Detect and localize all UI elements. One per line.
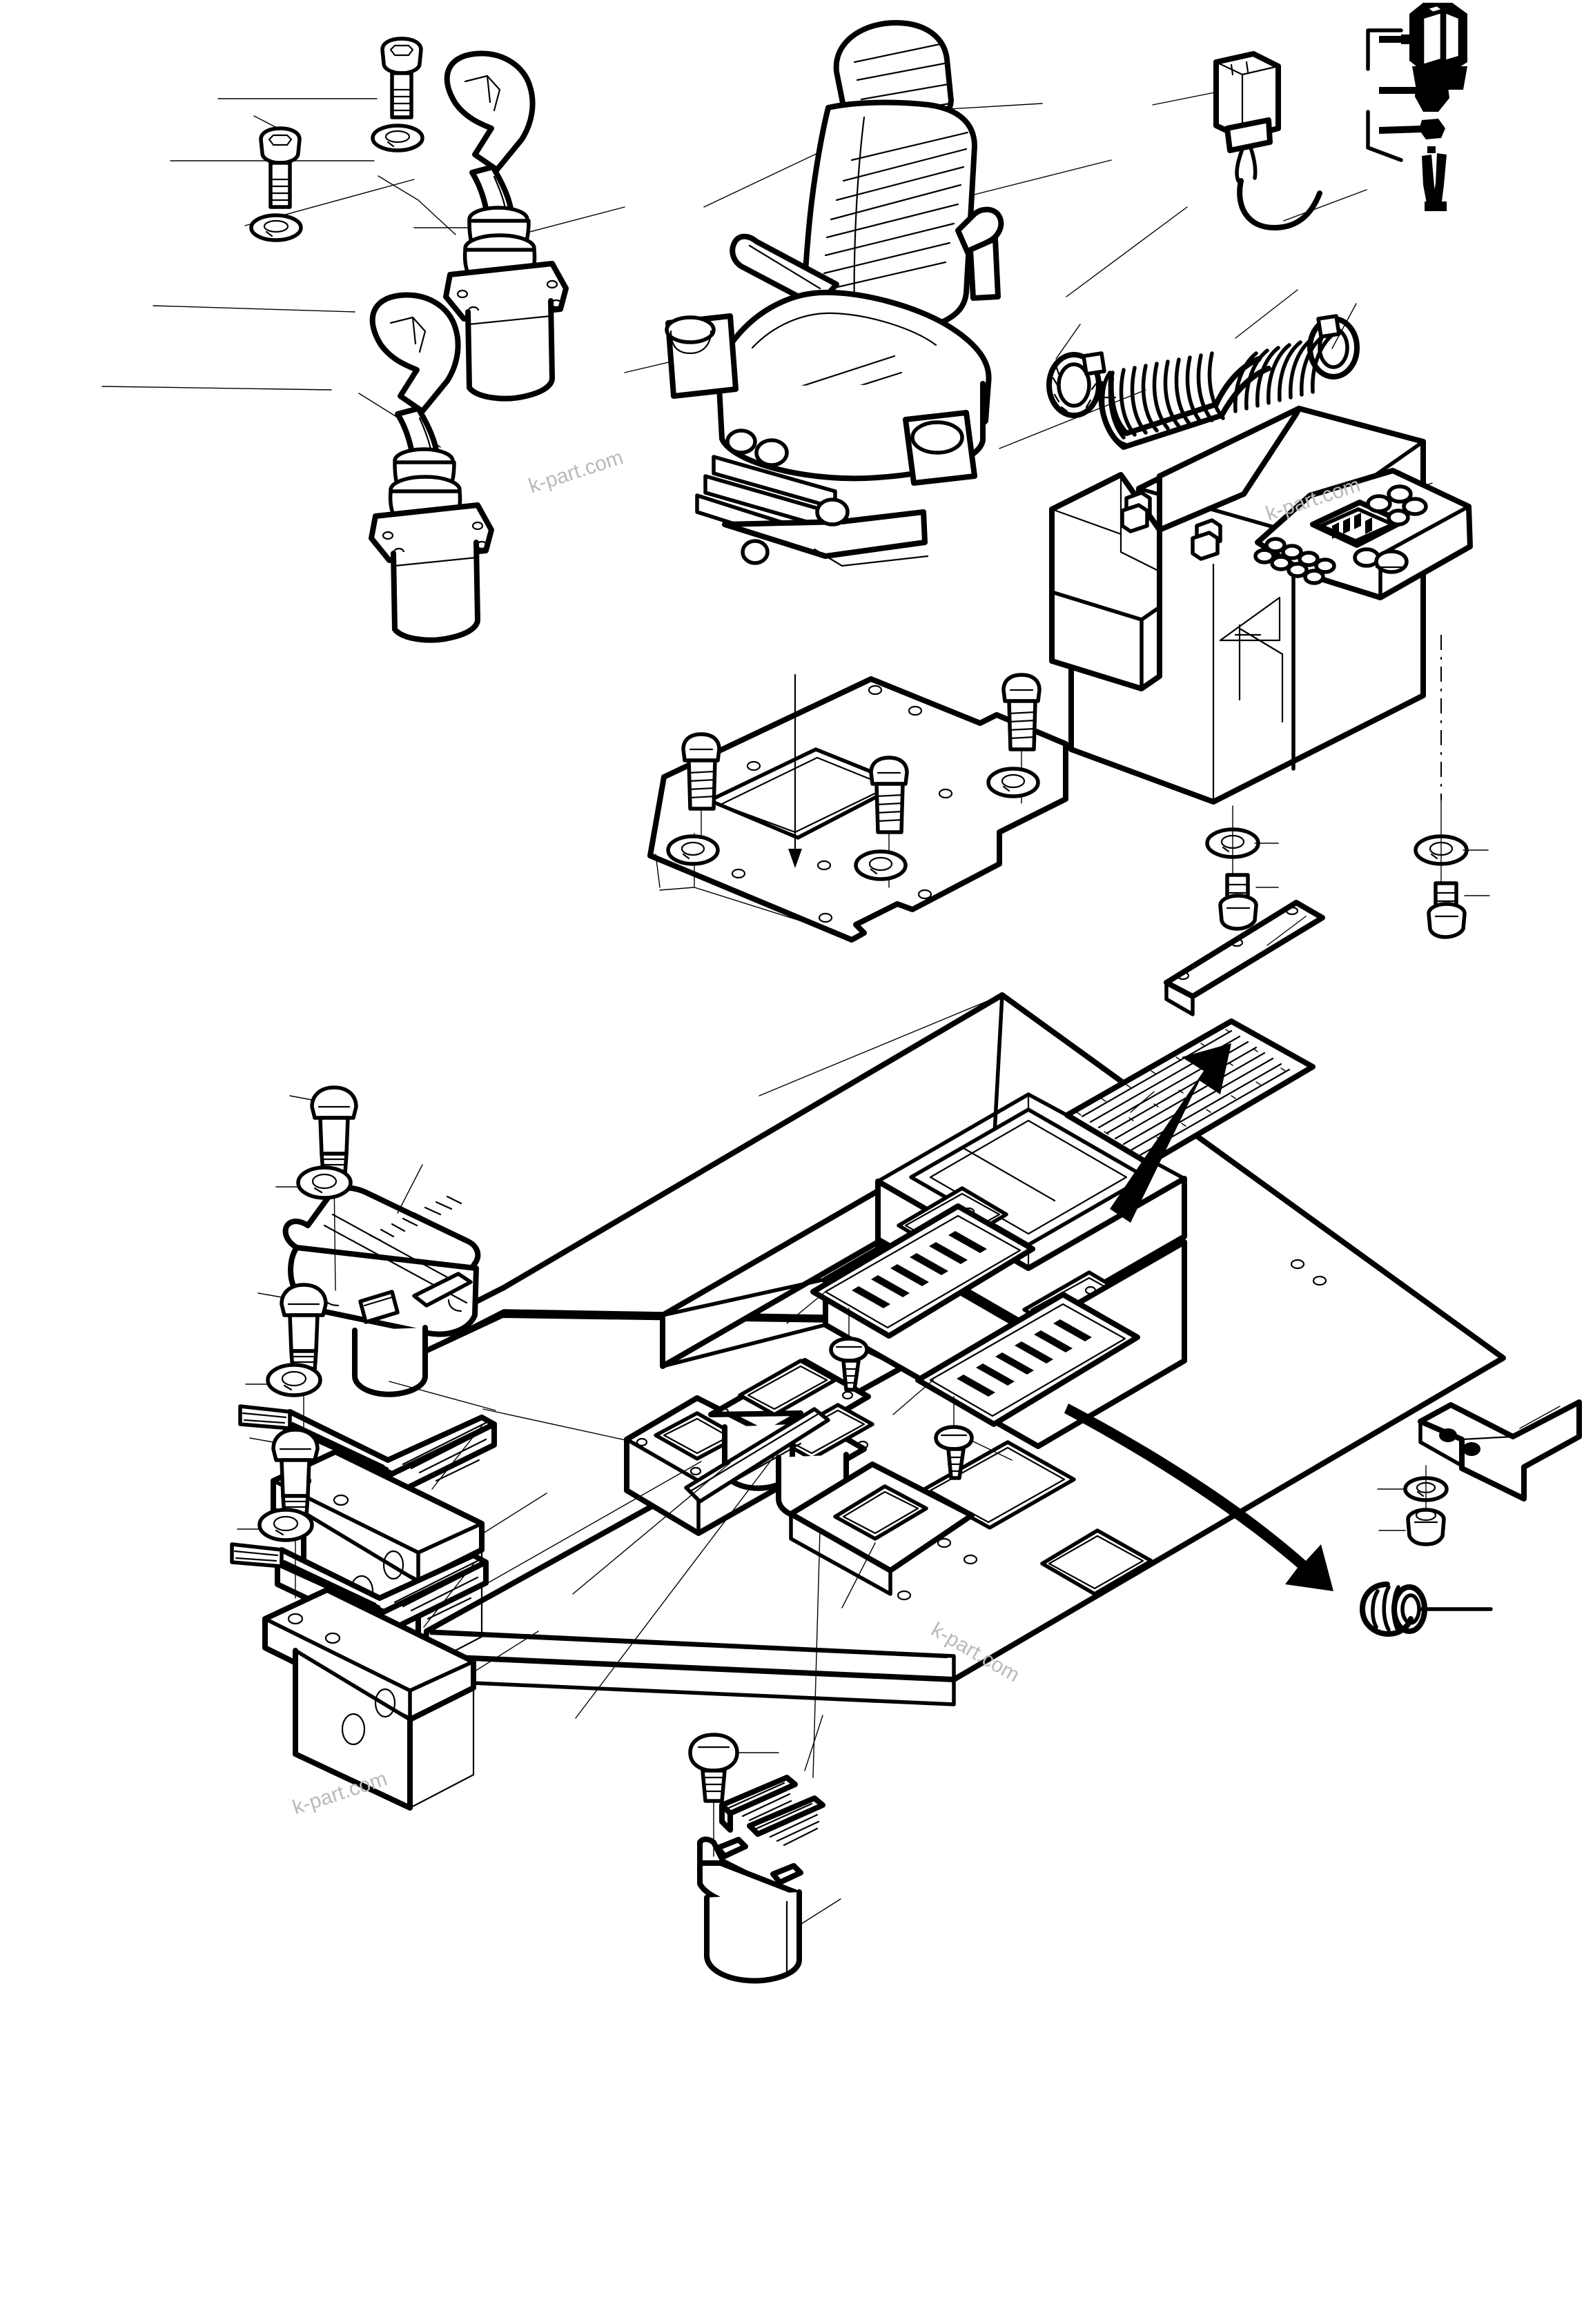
seat-mount-plate [647, 673, 1068, 943]
wire-connector [1213, 51, 1322, 230]
joystick-bolt-lower [259, 126, 302, 209]
seat-suspension [665, 313, 986, 567]
service-pedal-washer [275, 1165, 353, 1200]
joystick-washer-upper [371, 124, 424, 152]
plate-bolt-1 [681, 732, 721, 863]
seat-armrest-right [955, 206, 1004, 301]
console-washer-right [1414, 800, 1489, 885]
plate-bolt-3 [1001, 673, 1042, 804]
operator-seat [665, 20, 1004, 567]
plate-washer-2 [854, 849, 908, 881]
travel-pedal-bolt-upper [257, 1283, 328, 1461]
bracket-nut [1378, 1508, 1446, 1546]
retaining-strip [1164, 900, 1325, 1016]
plate-washer-3 [986, 767, 1040, 798]
joystick-upper [443, 50, 569, 402]
cover-plate-left [786, 1203, 1035, 1339]
dual-pedal [697, 1715, 841, 1984]
detail-terminal [1379, 76, 1449, 112]
upper-assembly [101, 3, 1490, 943]
hose-clamp-left [1046, 351, 1106, 418]
detail-pin [1379, 119, 1445, 153]
bracket-washer [1377, 1465, 1449, 1509]
detail-boot [1422, 153, 1447, 211]
console-bolt-left [1218, 873, 1279, 931]
instrument-panel [1253, 468, 1473, 600]
arrow-to-grommet [1064, 1404, 1333, 1591]
air-duct [1098, 332, 1336, 450]
hose-clamp-right [1307, 314, 1360, 380]
seat-armrest-left [730, 233, 839, 309]
service-pedal [282, 1164, 496, 1411]
arrow-to-retaining-strip [1110, 1043, 1231, 1223]
travel-washer-lower [237, 1508, 314, 1542]
console-bolt-right [1427, 635, 1490, 939]
cover-screw-left [829, 1308, 908, 1392]
cover-screw-right [934, 1396, 1013, 1480]
console-box [1049, 406, 1426, 805]
console-washer-left [1205, 805, 1279, 877]
joystick-lower [369, 292, 494, 643]
rubber-grommet [1360, 1582, 1493, 1637]
pedal-bracket [1418, 1399, 1582, 1501]
plate-washer-1 [666, 834, 720, 866]
dual-pedal-screw [688, 1733, 779, 1857]
travel-pedal-lower [230, 1542, 539, 1811]
service-pedal-bolt [289, 1085, 358, 1291]
cover-plate-right [892, 1292, 1140, 1427]
switch-panel-group [482, 1358, 975, 1778]
detail-bracket [1366, 28, 1403, 162]
lower-assembly [230, 900, 1582, 1984]
plate-bolt-2 [869, 756, 909, 888]
duct-corrugations [1108, 332, 1336, 440]
joystick-washer-lower [249, 213, 303, 242]
seat-backrest [801, 99, 977, 337]
travel-washer-upper [245, 1363, 322, 1397]
joystick-bolt-upper [380, 37, 423, 119]
